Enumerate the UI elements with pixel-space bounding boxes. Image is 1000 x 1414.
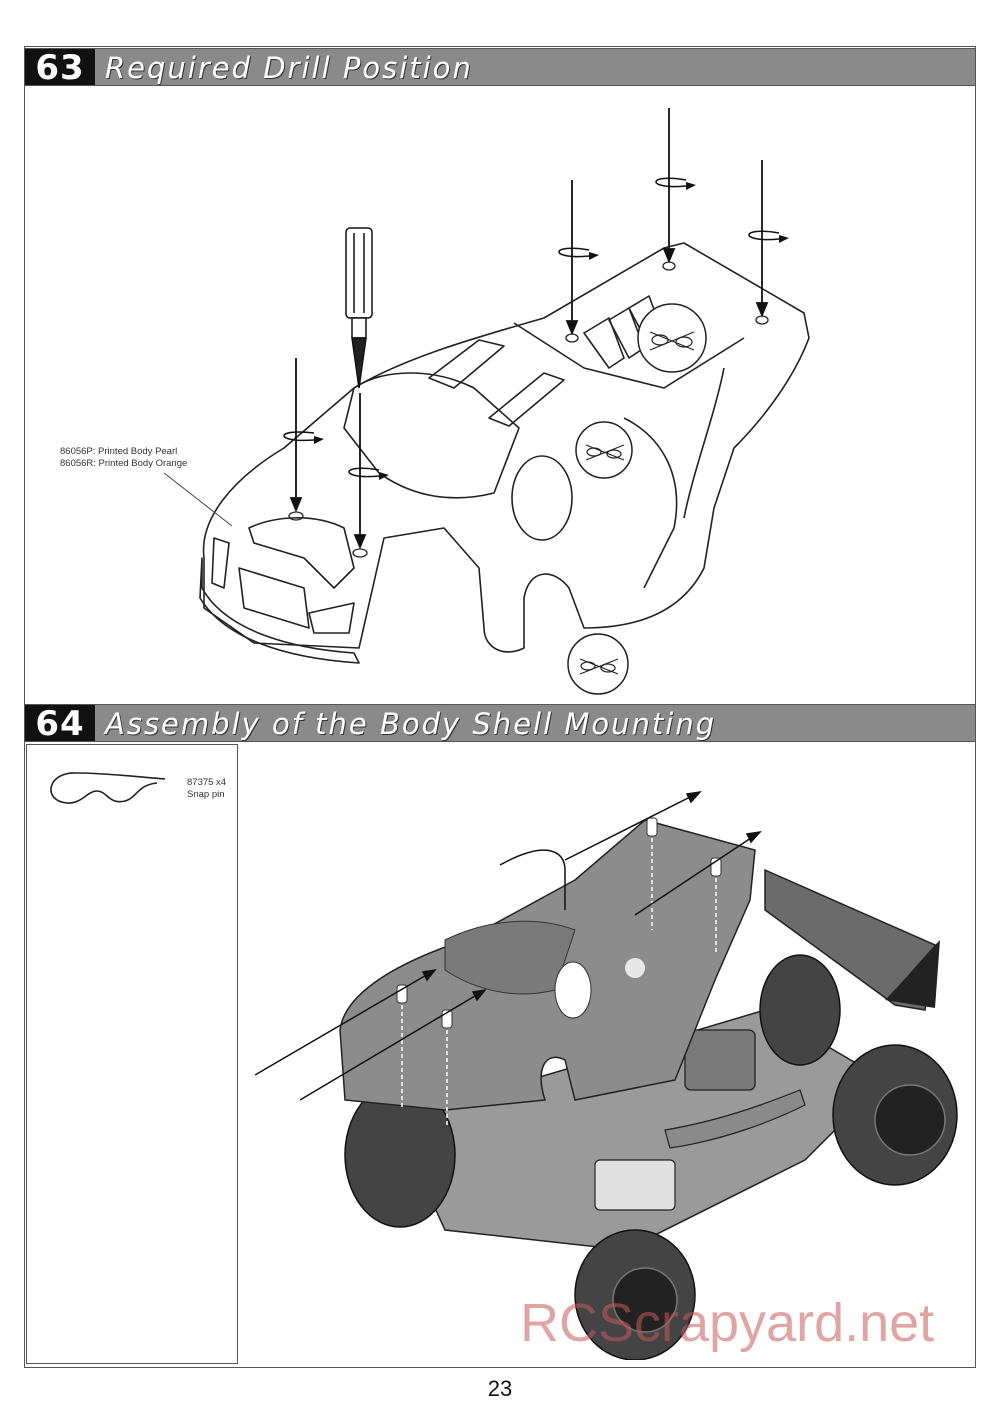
rotation-arrow-icon [283, 177, 780, 478]
body-mounting-diagram [254, 790, 958, 1360]
part-name: Snap pin [187, 789, 225, 800]
page-number: 23 [487, 1376, 513, 1401]
part-code: 87375 x4 [187, 777, 227, 788]
step-64-title: Assembly of the Body Shell Mounting [105, 707, 717, 741]
watermark: RCScrapyard.net [520, 1293, 935, 1353]
snap-pin-icon [50, 772, 166, 804]
step-64-header: 64 Assembly of the Body Shell Mounting [24, 704, 976, 743]
scissors-icon [567, 303, 707, 695]
body-shell-drill-diagram [163, 108, 810, 695]
step-63-header: 63 Required Drill Position [24, 48, 976, 87]
screwdriver-icon [345, 227, 373, 389]
body-callout-orange: 86056R: Printed Body Orange [60, 458, 188, 469]
parts-list-box: 87375 x4 Snap pin [26, 744, 238, 1364]
step-63-title: Required Drill Position [105, 51, 473, 85]
body-callout-pearl: 86056P: Printed Body Pearl [60, 446, 178, 457]
step-64-number: 64 [25, 705, 95, 743]
step-63-number: 63 [25, 49, 95, 87]
